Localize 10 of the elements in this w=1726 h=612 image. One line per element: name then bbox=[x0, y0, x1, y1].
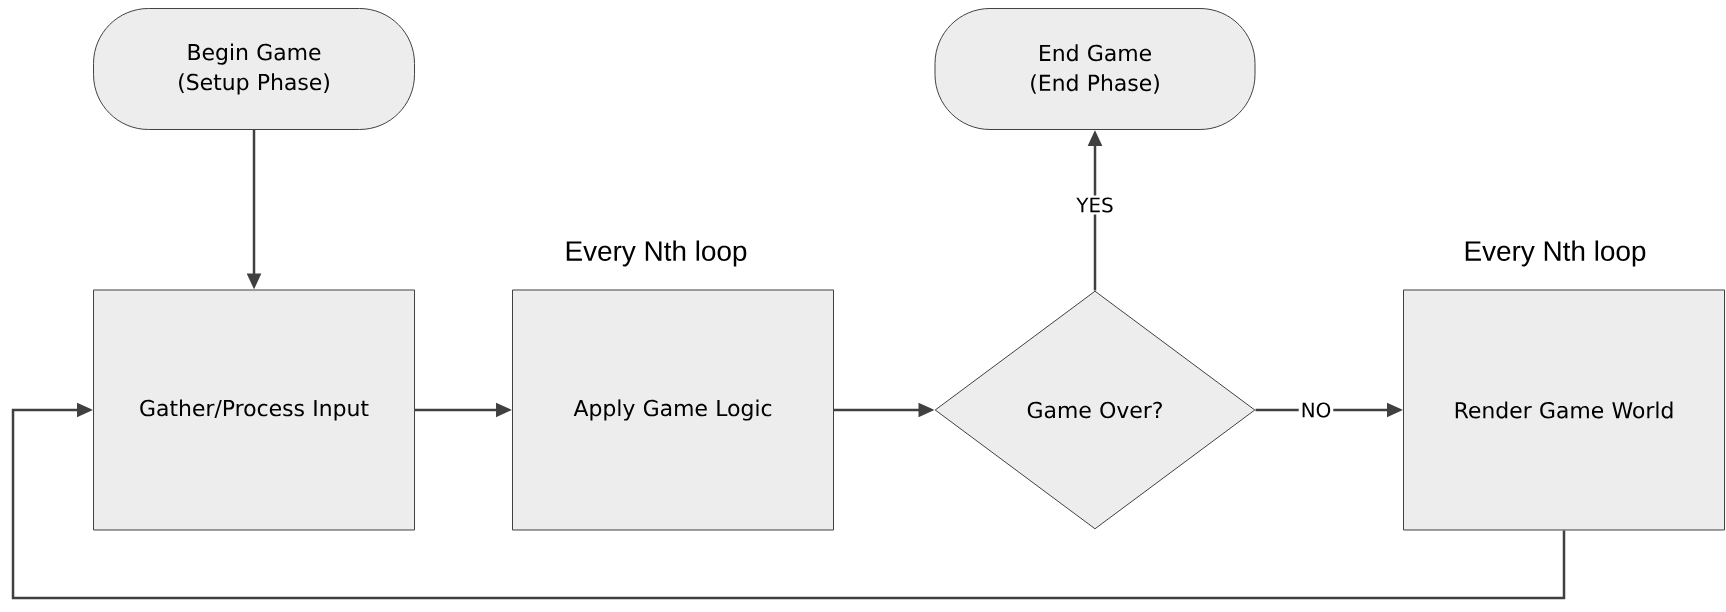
annotation-text: Every Nth loop bbox=[1465, 240, 1646, 267]
edge-label: YES bbox=[1074, 195, 1116, 215]
process-box: Gather/Process Input bbox=[93, 289, 415, 531]
terminal-box: End Game (End Phase) bbox=[934, 8, 1256, 130]
arrow bbox=[11, 402, 1566, 600]
terminal-box: Begin Game (Setup Phase) bbox=[93, 8, 415, 130]
edge-label: NO bbox=[1298, 400, 1334, 420]
process-box: Apply Game Logic bbox=[512, 289, 834, 531]
annotation-text: Every Nth loop bbox=[566, 240, 747, 267]
process-box: Render Game World bbox=[1403, 289, 1725, 531]
